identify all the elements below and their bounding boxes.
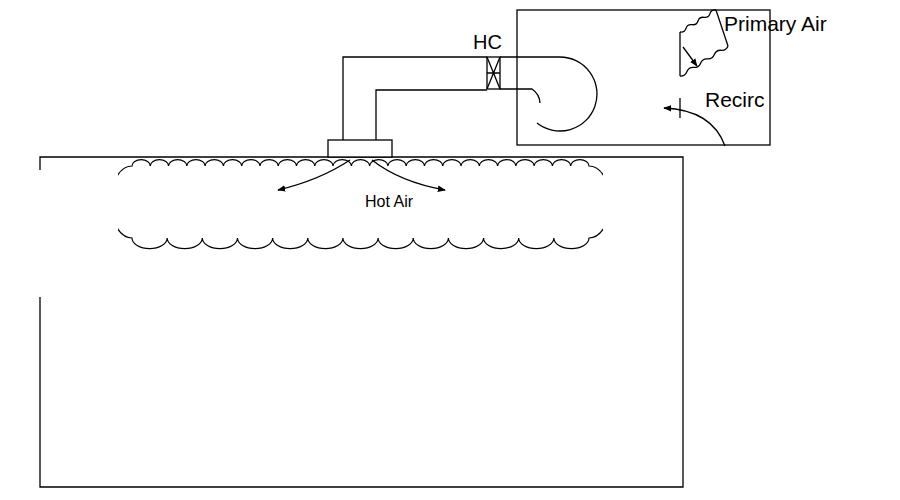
- recirc-arrow: [664, 108, 725, 146]
- hot-air-cloud: Hot Air: [118, 157, 603, 250]
- node-text: Hot Air: [365, 193, 413, 211]
- cloud-outline: [118, 157, 603, 250]
- inlet-label: Primary Air: [724, 12, 827, 36]
- cloud-outline: [118, 160, 603, 249]
- recirc-opening: [679, 98, 680, 118]
- fan-scroll: [500, 89, 540, 103]
- supply-duct: [376, 90, 487, 140]
- diffuser: [328, 140, 392, 157]
- room-outline: [40, 157, 683, 487]
- heating-coil-cross: [487, 57, 500, 89]
- recirc-label: Recirc: [705, 88, 765, 112]
- coil-label: HC: [473, 31, 502, 54]
- fan-scroll: [500, 57, 597, 131]
- flex-duct: [680, 10, 716, 32]
- heating-coil: [487, 57, 500, 89]
- supply-duct: [343, 57, 487, 140]
- damper-blade: [683, 47, 697, 66]
- inlet-collar: [679, 32, 680, 76]
- flex-duct: [680, 46, 728, 76]
